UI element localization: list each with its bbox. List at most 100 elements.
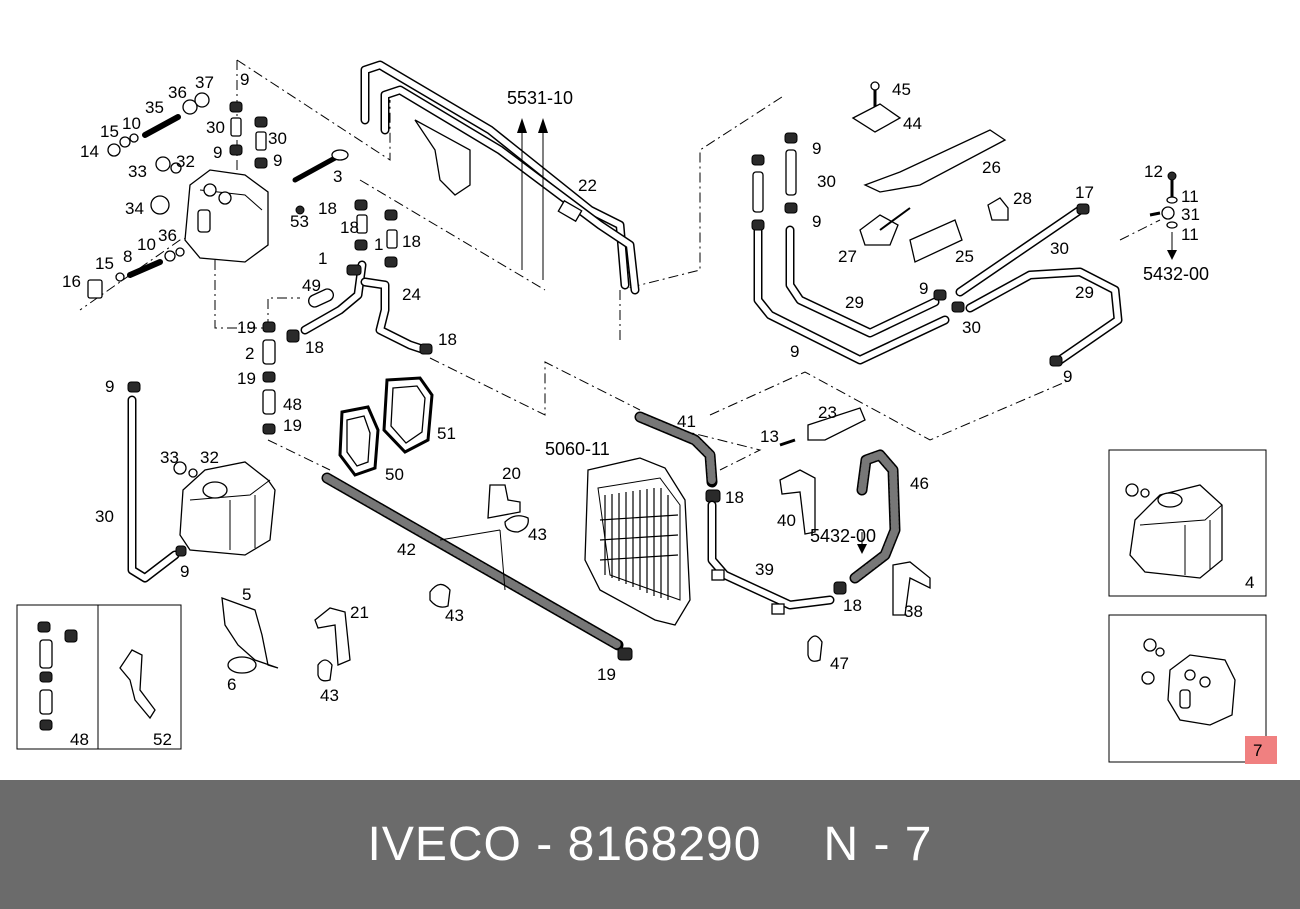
- callout-19: 19: [283, 416, 302, 435]
- footer-brand: IVECO: [367, 818, 522, 871]
- callout-25: 25: [955, 247, 974, 266]
- highlight-marker: [1245, 736, 1277, 764]
- clamps-18-1: [354, 199, 398, 268]
- callout-36: 36: [168, 83, 187, 102]
- callout-10: 10: [137, 235, 156, 254]
- callout-34: 34: [125, 199, 144, 218]
- callout-19: 19: [237, 318, 256, 337]
- callout-29: 29: [1075, 283, 1094, 302]
- callout-9: 9: [919, 279, 928, 298]
- callout-18: 18: [305, 338, 324, 357]
- callout-46: 46: [910, 474, 929, 493]
- callout-15: 15: [95, 254, 114, 273]
- callout-50: 50: [385, 465, 404, 484]
- sensor-3: [292, 149, 349, 215]
- callout-19: 19: [237, 369, 256, 388]
- pipes-29-30-right: [751, 132, 1123, 367]
- callout-43: 43: [528, 525, 547, 544]
- brackets-top-right: [851, 81, 1009, 263]
- exploded-parts-drawing: 5531-10 5060-11 5432-00 5432-00 7 937363…: [16, 59, 1277, 764]
- callout-2: 2: [245, 344, 254, 363]
- gaskets-50-51: [338, 376, 434, 477]
- callout-16: 16: [62, 272, 81, 291]
- callout-43: 43: [445, 606, 464, 625]
- callout-47: 47: [830, 654, 849, 673]
- hose-46: [849, 449, 901, 584]
- inset-4: [1108, 449, 1267, 597]
- callout-9: 9: [105, 377, 114, 396]
- callout-12: 12: [1144, 162, 1163, 181]
- pipe-30-left: [127, 381, 187, 583]
- inset-7: [1108, 614, 1267, 763]
- callout-18: 18: [402, 232, 421, 251]
- callout-30: 30: [206, 118, 225, 137]
- callout-31: 31: [1181, 205, 1200, 224]
- callout-27: 27: [838, 247, 857, 266]
- callout-36: 36: [158, 226, 177, 245]
- callout-24: 24: [402, 285, 421, 304]
- reference-labels: 5531-10 5060-11 5432-00 5432-00: [507, 88, 1209, 546]
- hose-42: [321, 472, 624, 651]
- banjo-fitting: [1149, 171, 1178, 260]
- callout-38: 38: [904, 602, 923, 621]
- callout-37: 37: [195, 73, 214, 92]
- ref-5432-00-right: 5432-00: [1143, 264, 1209, 284]
- callout-32: 32: [200, 448, 219, 467]
- callout-1: 1: [318, 249, 327, 268]
- callout-43: 43: [320, 686, 339, 705]
- footer-ref-separator: -: [873, 818, 891, 871]
- callout-9: 9: [213, 143, 222, 162]
- callout-9: 9: [273, 151, 282, 170]
- ref-5531-10: 5531-10: [507, 88, 573, 108]
- callout-28: 28: [1013, 189, 1032, 208]
- clamps-column-9-30: [229, 101, 268, 169]
- callout-1: 1: [374, 235, 383, 254]
- callout-18: 18: [843, 596, 862, 615]
- callout-4: 4: [1245, 573, 1254, 592]
- callout-30: 30: [268, 129, 287, 148]
- reservoir-top: [87, 92, 269, 299]
- callout-48: 48: [283, 395, 302, 414]
- callout-21: 21: [350, 603, 369, 622]
- callout-9: 9: [1063, 367, 1072, 386]
- callout-18: 18: [438, 330, 457, 349]
- callout-45: 45: [892, 80, 911, 99]
- footer-ref-prefix: N: [823, 818, 860, 871]
- callout-40: 40: [777, 511, 796, 530]
- callout-52: 52: [153, 730, 172, 749]
- callout-53: 53: [290, 212, 309, 231]
- hose-24-49: [300, 260, 433, 355]
- callout-30: 30: [817, 172, 836, 191]
- callout-9: 9: [790, 342, 799, 361]
- callout-51: 51: [437, 424, 456, 443]
- inset-48-52: [16, 604, 182, 750]
- brackets: [221, 407, 931, 682]
- callout-39: 39: [755, 560, 774, 579]
- callout-11: 11: [1181, 187, 1199, 206]
- callout-18: 18: [340, 218, 359, 237]
- radiator-5060-11: [584, 457, 691, 661]
- callout-14: 14: [80, 142, 99, 161]
- callout-33: 33: [160, 448, 179, 467]
- callout-9: 9: [812, 139, 821, 158]
- callout-19: 19: [597, 665, 616, 684]
- callout-20: 20: [502, 464, 521, 483]
- hose-41: [634, 411, 721, 503]
- callout-9: 9: [180, 562, 189, 581]
- callout-35: 35: [145, 98, 164, 117]
- callout-13: 13: [760, 427, 779, 446]
- footer-ref-number: 7: [904, 818, 933, 871]
- ref-5060-11: 5060-11: [545, 439, 610, 459]
- callout-29: 29: [845, 293, 864, 312]
- callout-22: 22: [578, 176, 597, 195]
- callout-41: 41: [677, 412, 696, 431]
- callout-15: 15: [100, 122, 119, 141]
- tee-2-48: [262, 321, 300, 435]
- callout-30: 30: [1050, 239, 1069, 258]
- callout-3: 3: [333, 167, 342, 186]
- highlight-label: 7: [1253, 741, 1262, 760]
- callout-26: 26: [982, 158, 1001, 177]
